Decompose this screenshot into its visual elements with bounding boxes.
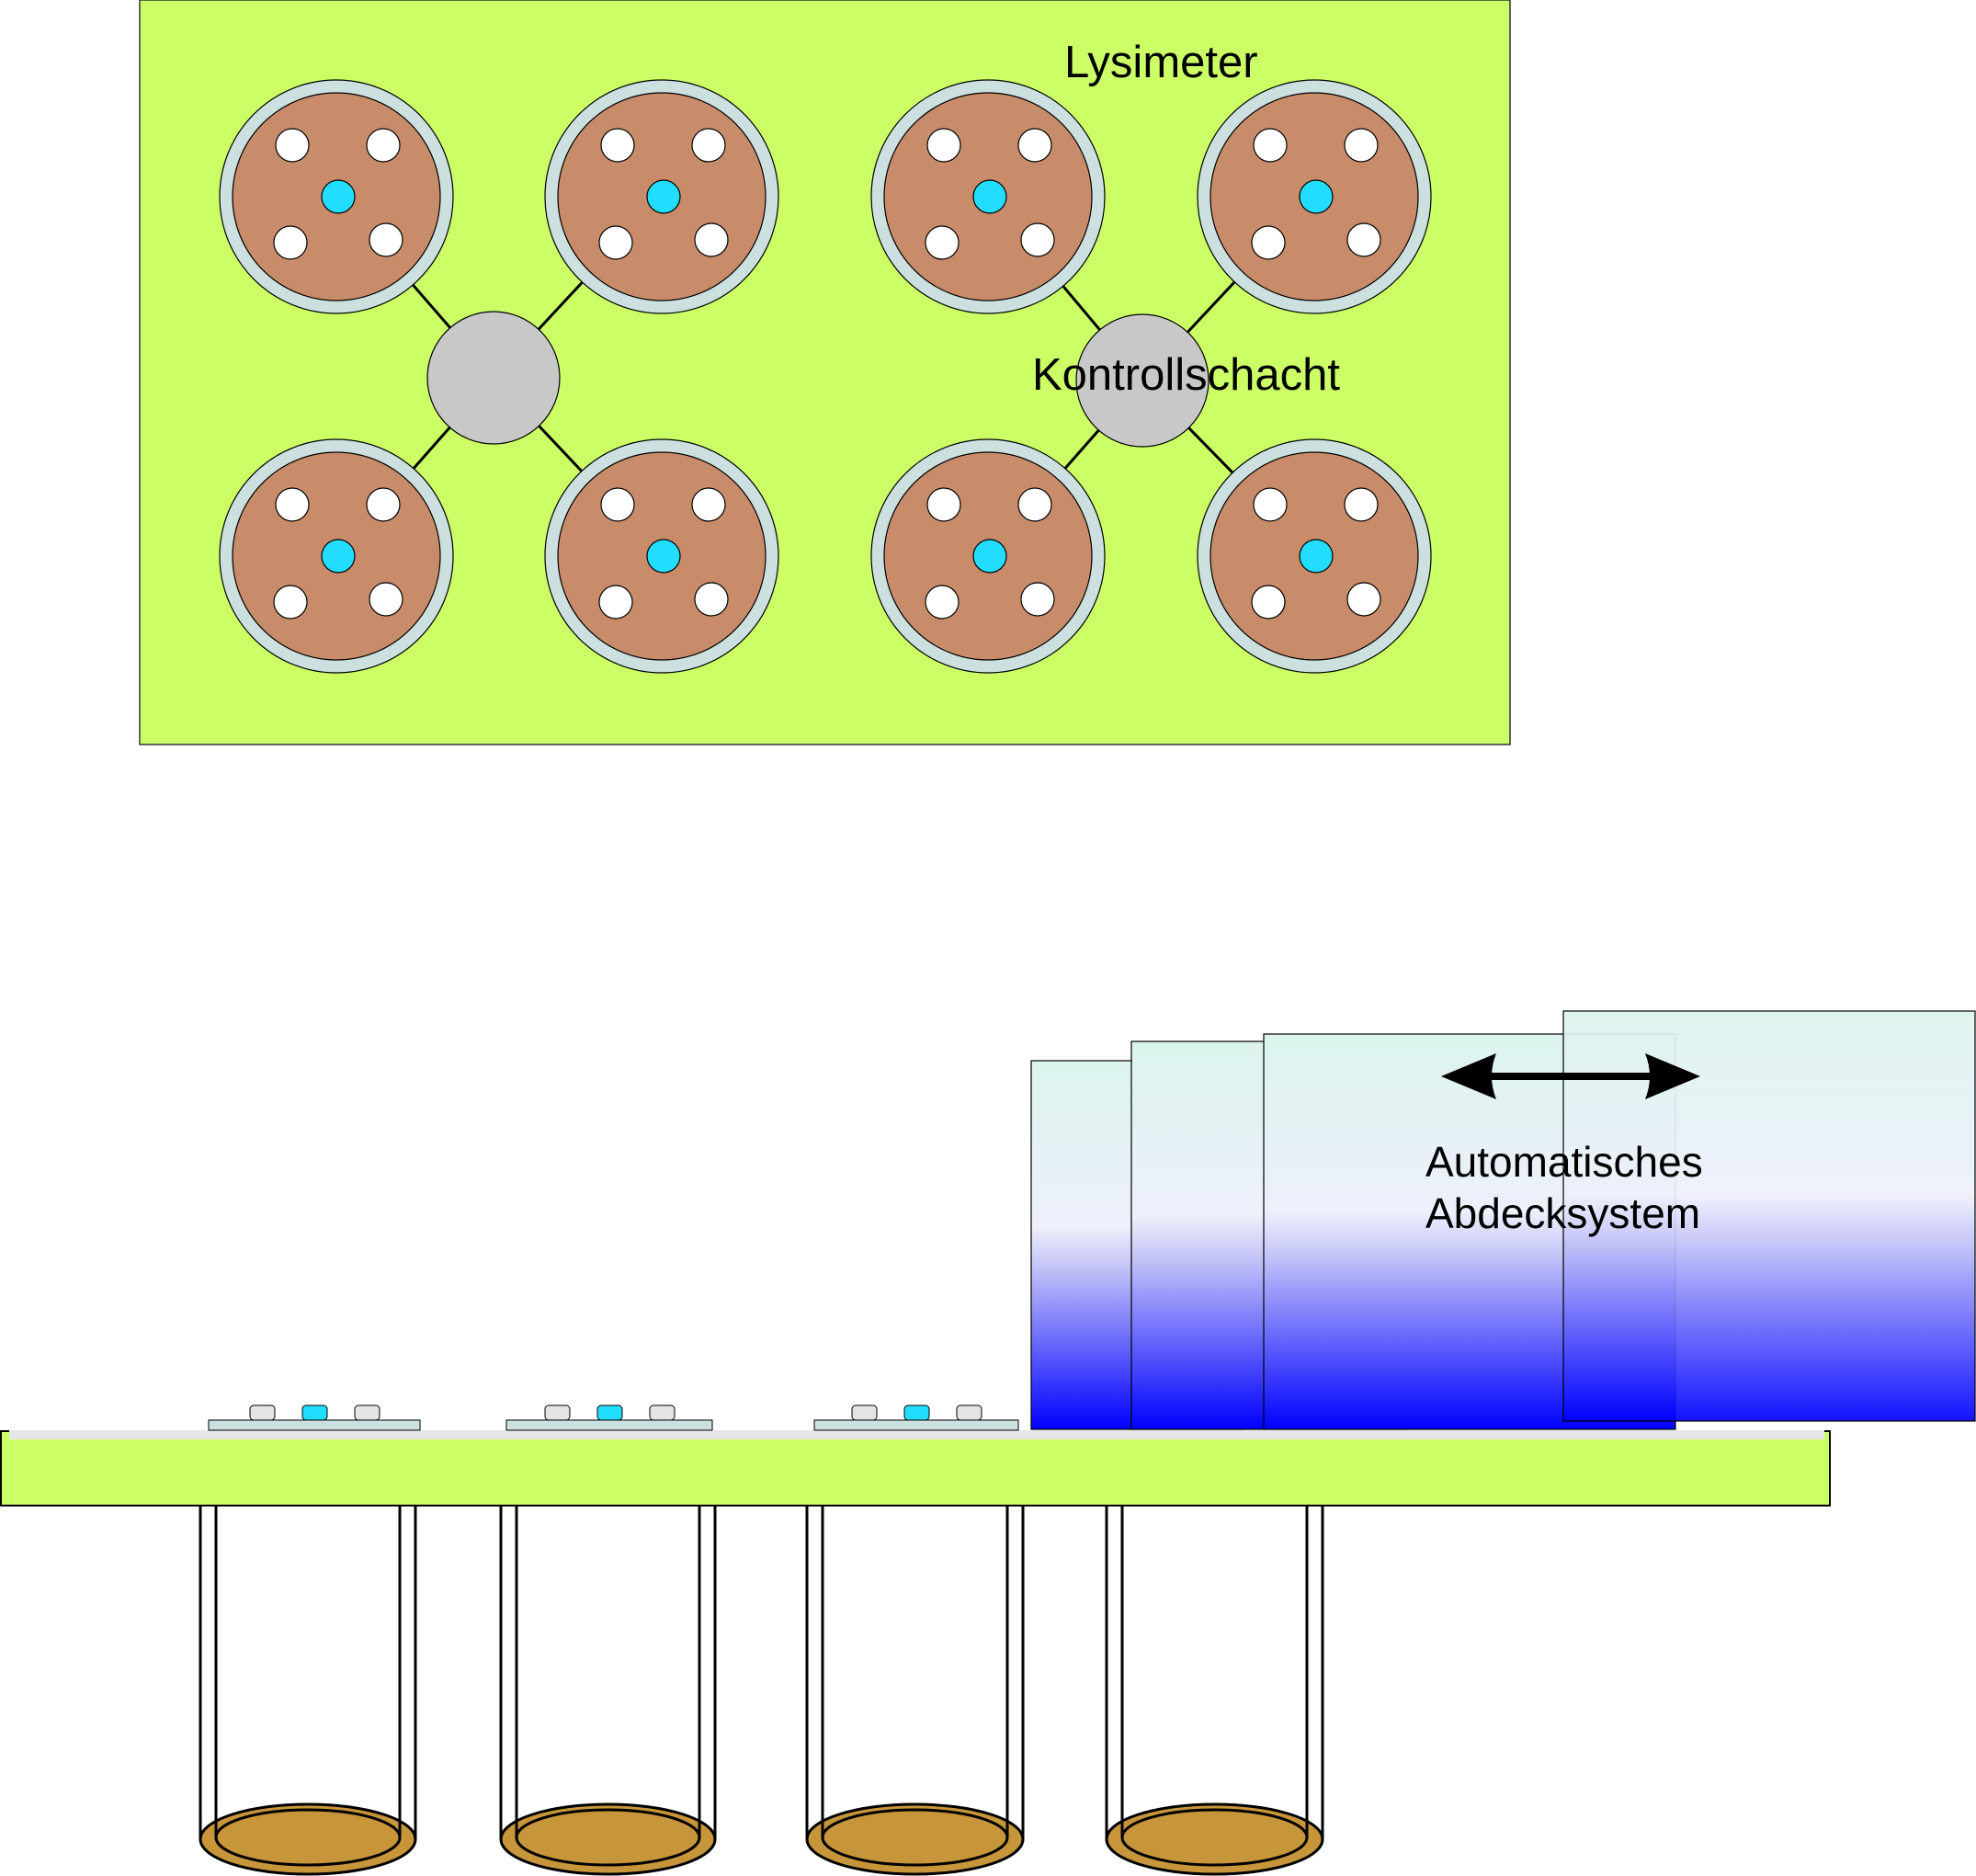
sensor-white-icon <box>1251 585 1286 620</box>
lysimeter-group <box>219 79 1432 674</box>
ground-surface-strip <box>9 1430 1824 1439</box>
sensor-white-icon <box>694 582 729 617</box>
sensor-white-icon <box>1020 582 1055 617</box>
pipe-2[interactable] <box>499 1506 717 1876</box>
pipe-bottom-inner <box>515 1808 701 1867</box>
sensor-white-icon <box>1346 222 1381 257</box>
sensor-white-icon <box>369 222 403 257</box>
lysimeter-6[interactable] <box>544 438 779 674</box>
pipe-bottom-inner <box>214 1808 402 1867</box>
peg-white-icon <box>649 1404 676 1421</box>
plate-1[interactable] <box>208 1404 421 1431</box>
peg-white-icon <box>354 1404 380 1421</box>
sensor-white-icon <box>273 585 308 620</box>
sensor-blue-icon <box>321 539 356 574</box>
pipe-3[interactable] <box>805 1506 1025 1876</box>
cover-system: Automatisches Abdecksystem <box>1030 1010 1976 1430</box>
control-shaft-label: Kontrollschacht <box>1032 350 1340 400</box>
sensor-white-icon <box>1344 128 1379 163</box>
sensor-white-icon <box>275 128 310 163</box>
cover-system-label-line1: Automatisches <box>1425 1138 1703 1186</box>
sensor-white-icon <box>1344 487 1379 522</box>
sensor-white-icon <box>1017 487 1052 522</box>
sensor-white-icon <box>1253 487 1288 522</box>
sensor-white-icon <box>600 487 635 522</box>
sensor-white-icon <box>598 585 633 620</box>
control-shafts <box>426 311 1209 448</box>
lysimeter-4[interactable] <box>1197 79 1432 314</box>
lysimeter-5[interactable] <box>219 438 454 674</box>
plate-3[interactable] <box>813 1404 1019 1431</box>
sensor-white-icon <box>691 128 726 163</box>
lysimeter-pipes <box>199 1506 1324 1876</box>
control-shaft-2[interactable] <box>1075 313 1209 448</box>
sensor-white-icon <box>926 487 961 522</box>
pipe-bottom-inner <box>821 1808 1009 1867</box>
lysimeter-plates <box>208 1404 1019 1431</box>
plate-2[interactable] <box>505 1404 713 1431</box>
sensor-blue-icon <box>646 539 681 574</box>
pipe-4[interactable] <box>1105 1506 1324 1876</box>
peg-blue-icon <box>903 1404 930 1421</box>
peg-blue-icon <box>596 1404 623 1421</box>
sensor-white-icon <box>369 582 403 617</box>
peg-white-icon <box>851 1404 878 1421</box>
sensor-blue-icon <box>1299 539 1334 574</box>
peg-white-icon <box>249 1404 276 1421</box>
sensor-white-icon <box>600 128 635 163</box>
sensor-white-icon <box>1017 128 1052 163</box>
pipe-1[interactable] <box>199 1506 417 1876</box>
sensor-white-icon <box>273 225 308 260</box>
lysimeter-2[interactable] <box>544 79 779 314</box>
sensor-white-icon <box>366 128 401 163</box>
cover-system-label-line2: Abdecksystem <box>1425 1189 1700 1237</box>
sensor-blue-icon <box>321 179 356 214</box>
sensor-white-icon <box>1253 128 1288 163</box>
sensor-white-icon <box>275 487 310 522</box>
sensor-white-icon <box>925 225 960 260</box>
pipe-bottom-inner <box>1120 1808 1309 1867</box>
ground-bar <box>0 1430 1831 1506</box>
sensor-blue-icon <box>972 179 1007 214</box>
sensor-white-icon <box>1020 222 1055 257</box>
lysimeter-8[interactable] <box>1197 438 1432 674</box>
peg-white-icon <box>956 1404 982 1421</box>
lysimeter-3[interactable] <box>870 79 1106 314</box>
side-view: Automatisches Abdecksystem <box>0 1010 1976 1876</box>
top-view: Lysimeter Kontrollschacht <box>139 0 1511 745</box>
peg-blue-icon <box>301 1404 328 1421</box>
sensor-white-icon <box>1346 582 1381 617</box>
plate-base <box>208 1419 421 1431</box>
control-shaft-1[interactable] <box>426 311 561 445</box>
sensor-white-icon <box>366 487 401 522</box>
sensor-white-icon <box>598 225 633 260</box>
peg-white-icon <box>544 1404 571 1421</box>
plate-base <box>505 1419 713 1431</box>
sensor-white-icon <box>691 487 726 522</box>
lysimeter-7[interactable] <box>870 438 1106 674</box>
sensor-white-icon <box>926 128 961 163</box>
sensor-white-icon <box>1251 225 1286 260</box>
lysimeter-1[interactable] <box>219 79 454 314</box>
lysimeter-label: Lysimeter <box>1064 38 1258 87</box>
plate-base <box>813 1419 1019 1431</box>
sensor-white-icon <box>694 222 729 257</box>
sensor-blue-icon <box>646 179 681 214</box>
sensor-white-icon <box>925 585 960 620</box>
bidirectional-arrow-icon <box>1441 1053 1700 1099</box>
sensor-blue-icon <box>972 539 1007 574</box>
sensor-blue-icon <box>1299 179 1334 214</box>
